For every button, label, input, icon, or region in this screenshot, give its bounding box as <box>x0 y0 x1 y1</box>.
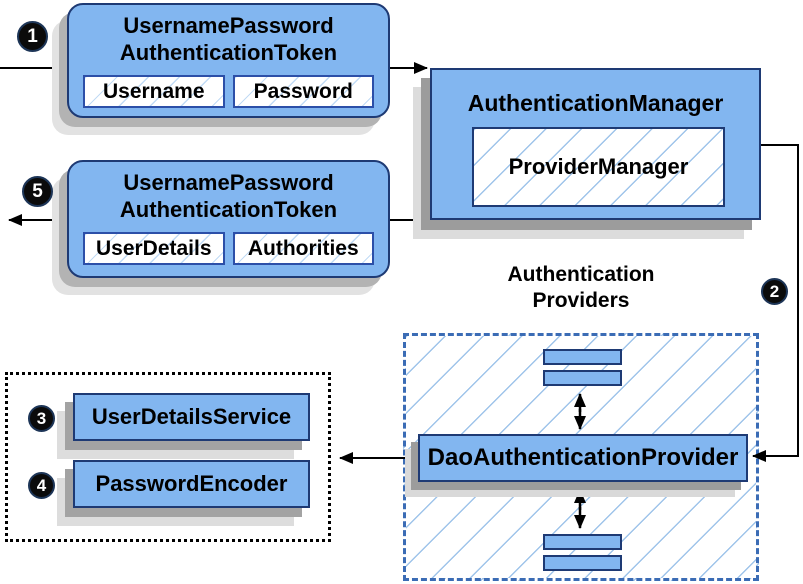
authentication-providers-label: Authentication Providers <box>403 262 759 314</box>
authentication-manager-box: AuthenticationManager ProviderManager <box>430 68 761 220</box>
response-token-box: UsernamePassword AuthenticationToken Use… <box>67 160 390 278</box>
provider-placeholder <box>543 534 622 550</box>
request-token-box: UsernamePassword AuthenticationToken Use… <box>67 3 390 118</box>
step-2-badge: 2 <box>761 278 788 305</box>
response-token-title-line1: UsernamePassword <box>123 170 334 195</box>
provider-placeholder <box>543 349 622 365</box>
dao-authentication-provider-box: DaoAuthenticationProvider <box>418 434 748 482</box>
provider-placeholder <box>543 370 622 386</box>
response-token-fields: UserDetails Authorities <box>69 232 388 265</box>
provider-placeholder <box>543 555 622 571</box>
password-field-box: Password <box>232 75 374 108</box>
authorities-field-box: Authorities <box>232 232 374 265</box>
step-5-badge: 5 <box>22 176 53 207</box>
authentication-providers-label-line1: Authentication <box>507 263 655 286</box>
username-field-box: Username <box>83 75 225 108</box>
provider-manager-box: ProviderManager <box>472 127 725 207</box>
step-1-badge: 1 <box>17 21 48 52</box>
request-token-title-line2: AuthenticationToken <box>119 40 338 65</box>
request-token-fields: Username Password <box>69 75 388 108</box>
request-token-title: UsernamePassword AuthenticationToken <box>120 12 337 66</box>
collaborators-container <box>5 372 331 542</box>
response-token-title: UsernamePassword AuthenticationToken <box>120 169 337 223</box>
response-token-title-line2: AuthenticationToken <box>119 197 338 222</box>
step-4-badge: 4 <box>28 472 55 499</box>
authentication-providers-label-line2: Providers <box>532 289 630 312</box>
request-token-title-line1: UsernamePassword <box>123 13 334 38</box>
userdetails-field-box: UserDetails <box>83 232 225 265</box>
password-encoder-box: PasswordEncoder <box>73 460 310 508</box>
step-3-badge: 3 <box>28 405 55 432</box>
authentication-manager-title: AuthenticationManager <box>467 90 724 116</box>
user-details-service-box: UserDetailsService <box>73 393 310 441</box>
